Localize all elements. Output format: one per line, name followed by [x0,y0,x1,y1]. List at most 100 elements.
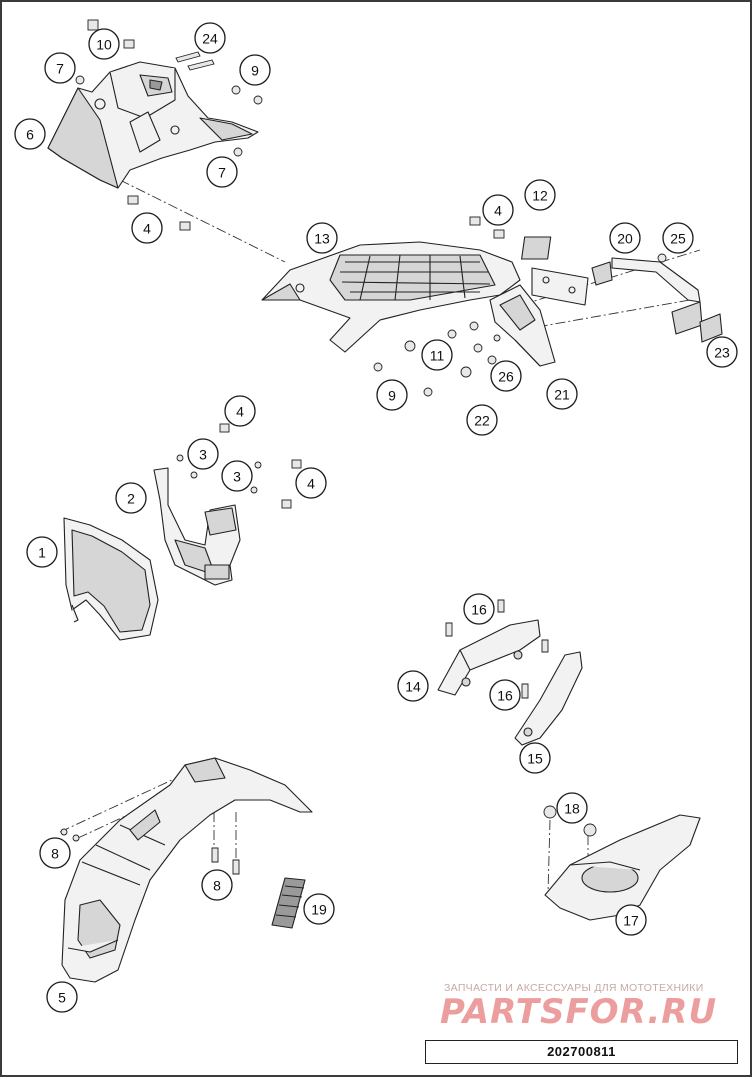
callout-number: 10 [96,37,112,53]
callout-number: 25 [670,231,686,247]
part-13-rear-mudguard [261,241,521,353]
bolt-16b [445,622,453,637]
callout-1: 1 [26,536,58,568]
clip-4b [179,221,191,231]
callout-number: 4 [236,404,244,420]
callout-5: 5 [46,981,78,1013]
part-12-reflector-plate [521,236,589,306]
part-17-rear-cover [544,814,701,921]
callout-23: 23 [706,336,738,368]
callout-number: 7 [218,165,226,181]
screw-24a [175,51,201,63]
part-21-license-plate-holder [489,284,556,367]
screw-9d [423,387,433,397]
callout-number: 8 [213,878,221,894]
part-19-decal [271,877,306,929]
washer-22b [473,343,483,353]
screw-8c [211,847,219,863]
clip-4d [493,229,505,239]
screw-8a [60,828,68,836]
part-20-bracket [591,257,703,335]
screw-3b [190,471,198,479]
callout-26: 26 [490,360,522,392]
bolt-16a [497,599,505,613]
callout-number: 17 [623,913,639,929]
bolt-18b [583,823,597,837]
watermark-logo: PARTSFOR.RU [440,992,718,1032]
callout-number: 14 [405,679,421,695]
callout-2: 2 [115,482,147,514]
callout-number: 12 [532,188,548,204]
callout-number: 22 [474,413,490,429]
screw-3d [250,486,258,494]
callout-number: 3 [233,469,241,485]
hardware-fasteners [60,19,667,875]
callout-7: 7 [44,52,76,84]
callout-number: 20 [617,231,633,247]
callout-number: 21 [554,387,570,403]
clip-4e [219,423,230,433]
screw-8d [232,859,240,875]
part-2-headlight-bracket [153,467,241,586]
bolt-16c [541,639,549,653]
washer-11b [447,329,457,339]
callout-number: 13 [314,231,330,247]
callout-14: 14 [397,670,429,702]
callout-9: 9 [376,379,408,411]
nut-26 [487,355,497,365]
callout-number: 4 [494,203,502,219]
callout-number: 19 [311,902,327,918]
callout-8: 8 [39,837,71,869]
callout-number: 2 [127,491,135,507]
clip-4f [291,459,302,469]
part-1-headlight-mask [63,517,159,641]
screw-7b [233,147,243,157]
callout-4: 4 [131,212,163,244]
callout-number: 18 [564,801,580,817]
part-23-reflector [699,313,723,343]
callout-11: 11 [421,339,453,371]
screw-8b [72,834,80,842]
callout-4: 4 [482,194,514,226]
callout-number: 16 [497,688,513,704]
callout-3: 3 [187,438,219,470]
screw-3c [254,461,262,469]
document-number-box: 202700811 [425,1040,738,1064]
callout-20: 20 [609,222,641,254]
callout-number: 26 [498,369,514,385]
clip-10b [123,39,135,49]
callout-19: 19 [303,893,335,925]
callout-number: 1 [38,545,46,561]
callout-6: 6 [14,118,46,150]
screw-9a [231,85,241,95]
callout-18: 18 [556,792,588,824]
callout-number: 9 [251,63,259,79]
callout-number: 5 [58,990,66,1006]
callout-number: 11 [430,348,445,364]
callout-number: 16 [471,602,487,618]
screw-24b [187,59,215,71]
screw-9c [373,362,383,372]
screw-3a [176,454,184,462]
callout-16: 16 [489,679,521,711]
callout-21: 21 [546,378,578,410]
clip-10a [87,19,99,31]
clip-4a [127,195,139,205]
callout-9: 9 [239,54,271,86]
callout-4: 4 [224,395,256,427]
bolt-18a [543,805,557,819]
screw-9b [253,95,263,105]
callout-number: 3 [199,447,207,463]
callout-7: 7 [206,156,238,188]
callout-8: 8 [201,869,233,901]
callout-13: 13 [306,222,338,254]
callout-17: 17 [615,904,647,936]
callout-3: 3 [221,460,253,492]
callout-10: 10 [88,28,120,60]
callout-22: 22 [466,404,498,436]
callout-number: 8 [51,846,59,862]
bolt-16d [521,683,529,699]
